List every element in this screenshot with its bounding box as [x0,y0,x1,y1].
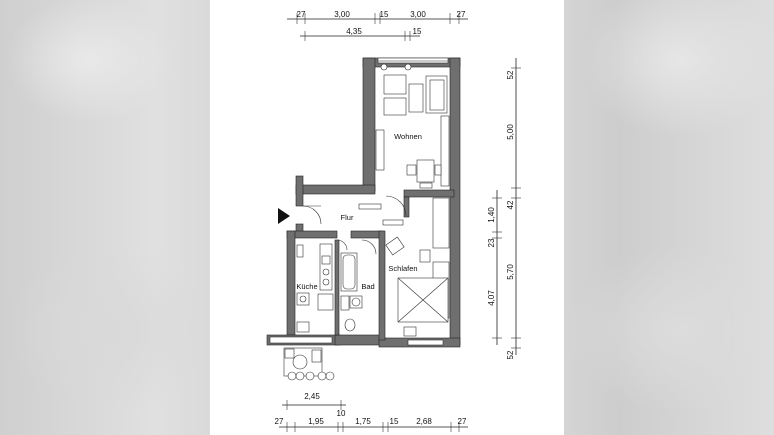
windows [269,57,449,346]
right-dimensions: 52 5,00 42 5,70 52 1,40 23 4,07 [487,58,521,359]
dim-b-5: 2,68 [416,417,432,426]
flur-area: Flur [302,195,407,226]
dim-top-5: 27 [457,10,466,19]
floor-plan-sheet [210,0,564,435]
dim-right-4: 5,70 [506,264,515,280]
label-bad: Bad [361,282,374,291]
bad-area: Bad [340,239,377,332]
label-schlafen: Schlafen [388,264,417,273]
label-wohnen: Wohnen [394,132,422,141]
balcony-area [283,347,335,381]
dim-top-3: 15 [380,10,389,19]
dim-top-gap: 15 [413,27,422,36]
dim-right-2: 5,00 [506,124,515,140]
dim-top-4: 3,00 [410,10,426,19]
wohnen-furniture: Wohnen [375,63,450,189]
kueche-area: Küche [296,239,348,333]
label-kueche: Küche [296,282,317,291]
dim-b-4: 15 [390,417,399,426]
dim-right-5: 52 [506,350,515,359]
dim-b-3: 1,75 [355,417,371,426]
dim-top-1: 27 [297,10,306,19]
dim-bottom-mid: 10 [337,409,346,418]
dim-right-1: 52 [506,70,515,79]
entrance-arrow-icon [278,208,290,224]
top-dimensions: 27 3,00 15 3,00 27 4,35 15 [287,10,468,41]
dim-top-width: 4,35 [346,27,362,36]
bottom-dimensions: 2,45 10 27 1,95 1,75 15 2,68 27 [275,392,468,432]
label-flur: Flur [341,213,354,222]
dim-inner-2: 23 [487,238,496,247]
dim-top-2: 3,00 [334,10,350,19]
dim-inner-3: 4,07 [487,290,496,306]
dim-inner-1: 1,40 [487,207,496,223]
dim-b-2: 1,95 [308,417,324,426]
dim-b-6: 27 [458,417,467,426]
dim-bottom-kitchen: 2,45 [304,392,320,401]
schlafen-area: Schlafen [385,197,450,337]
dim-right-3: 42 [506,200,515,209]
dim-b-1: 27 [275,417,284,426]
